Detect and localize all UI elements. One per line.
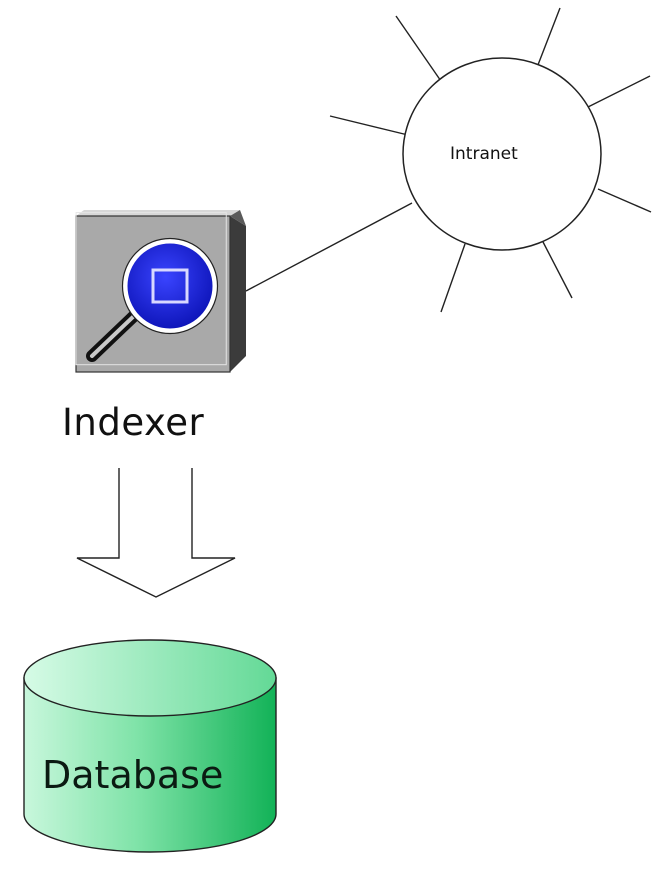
magnifier-icon[interactable] — [75, 210, 246, 373]
intranet-label: Intranet — [450, 144, 518, 164]
database-label: Database — [42, 753, 224, 797]
indexer-intranet-link — [245, 202, 413, 292]
intranet-spokes — [329, 7, 652, 313]
intranet-circle — [402, 57, 602, 251]
intranet-node[interactable] — [329, 7, 652, 313]
indexer-label: Indexer — [62, 401, 205, 444]
indexer-to-database-arrow — [76, 468, 236, 598]
cylinder-icon[interactable] — [23, 639, 277, 853]
